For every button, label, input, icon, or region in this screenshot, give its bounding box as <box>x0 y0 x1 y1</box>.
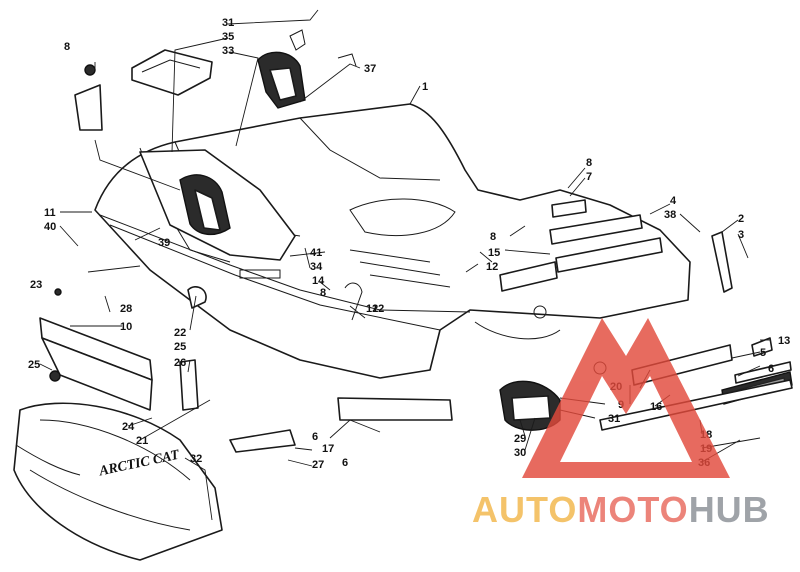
watermark-moto: MOTO <box>577 489 688 530</box>
callout-label: 40 <box>44 221 56 233</box>
callout-label: 21 <box>136 435 148 447</box>
left-parts <box>13 286 223 561</box>
callout-label: 7 <box>586 171 592 183</box>
callout-label: 10 <box>120 321 132 333</box>
callout-label: 6 <box>312 431 318 443</box>
callout-label: 29 <box>514 433 526 445</box>
top-parts <box>74 29 357 131</box>
callout-label: 12 <box>366 303 378 315</box>
callout-label: 14 <box>312 275 325 287</box>
callout-label: 16 <box>650 401 662 413</box>
callout-label: 13 <box>778 335 790 347</box>
watermark-text: AUTOMOTOHUB <box>472 489 770 530</box>
watermark: AUTOMOTOHUB <box>472 318 770 530</box>
callout-label: 28 <box>120 303 132 315</box>
callout-label: 12 <box>372 303 384 315</box>
callout-label: 11 <box>44 207 56 219</box>
callout-label: 35 <box>222 31 234 43</box>
watermark-auto: AUTO <box>472 489 577 530</box>
callouts: 1 2 3 4 5 6 6 6 7 8 8 8 8 9 10 11 12 12 … <box>28 17 790 471</box>
callout-label: 27 <box>312 459 324 471</box>
callout-label: 8 <box>64 41 70 53</box>
callout-label: 34 <box>310 261 323 273</box>
callout-label: 8 <box>586 157 592 169</box>
callout-label: 23 <box>30 279 42 291</box>
callout-label: 38 <box>664 209 676 221</box>
right-rails <box>499 199 793 431</box>
callout-label: 2 <box>738 213 744 225</box>
watermark-triangle-logo <box>522 318 730 478</box>
callout-label: 6 <box>342 457 348 469</box>
watermark-hub: HUB <box>689 489 770 530</box>
center-parts <box>229 282 607 453</box>
callout-label: 25 <box>28 359 40 371</box>
callout-label: 32 <box>190 453 202 465</box>
hood-body <box>94 103 691 379</box>
callout-label: 8 <box>490 231 496 243</box>
callout-label: 41 <box>310 247 322 259</box>
callout-label: 8 <box>320 287 326 299</box>
callout-label: 24 <box>122 421 135 433</box>
callout-label: 31 <box>608 413 620 425</box>
callout-label: 30 <box>514 447 526 459</box>
callout-label: 33 <box>222 45 234 57</box>
callout-label: 3 <box>738 229 744 241</box>
callout-label: 26 <box>174 357 186 369</box>
callout-label: 5 <box>760 347 766 359</box>
callout-label: 1 <box>422 81 428 93</box>
callout-label: 4 <box>670 195 677 207</box>
callout-label: 6 <box>768 363 774 375</box>
callout-label: 17 <box>322 443 334 455</box>
callout-label: 22 <box>174 327 186 339</box>
callout-label: 15 <box>488 247 500 259</box>
callout-label: 37 <box>364 63 376 75</box>
callout-label: 39 <box>158 237 170 249</box>
callout-label: 12 <box>486 261 498 273</box>
callout-label: 25 <box>174 341 186 353</box>
callout-label: 31 <box>222 17 234 29</box>
